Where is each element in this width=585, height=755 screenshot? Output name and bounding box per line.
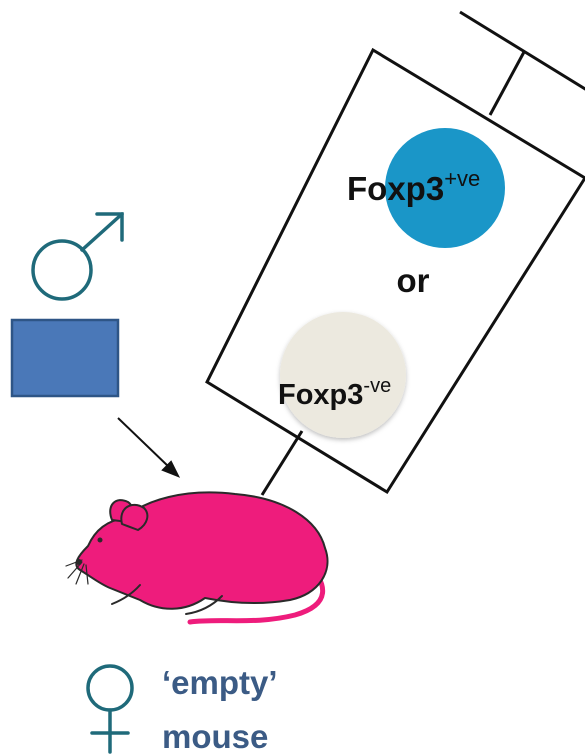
mouse-eye <box>97 537 103 543</box>
syringe-icon <box>205 10 585 496</box>
foxp3-negative-sup: -ve <box>363 375 391 397</box>
male-symbol-icon <box>31 212 124 301</box>
foxp3-positive-cell <box>385 128 505 248</box>
foxp3-positive-sup: +ve <box>444 166 480 191</box>
mouse-whiskers <box>65 559 89 585</box>
plunger-bar <box>459 10 585 91</box>
syringe-barrel <box>205 47 585 495</box>
plunger-rod <box>488 51 526 116</box>
female-symbol-icon <box>86 664 134 754</box>
foxp3-negative-label: Foxp3-ve <box>278 375 391 411</box>
mouse-icon <box>65 491 329 625</box>
foxp3-negative-cell <box>280 312 406 438</box>
mouse-leg-front <box>111 584 141 605</box>
empty-mouse-line1: ‘empty’ <box>162 664 278 701</box>
mouse-leg-back <box>185 595 223 615</box>
male-box <box>10 318 120 398</box>
or-label: or <box>397 262 430 299</box>
foxp3-negative-base: Foxp3 <box>278 379 363 411</box>
arrow-icon <box>117 417 181 478</box>
foxp3-positive-base: Foxp3 <box>347 170 444 207</box>
syringe-needle <box>260 430 304 496</box>
foxp3-positive-label: Foxp3+ve <box>347 166 480 207</box>
mouse-ear-front <box>120 503 149 531</box>
empty-mouse-line2: mouse <box>162 718 268 755</box>
